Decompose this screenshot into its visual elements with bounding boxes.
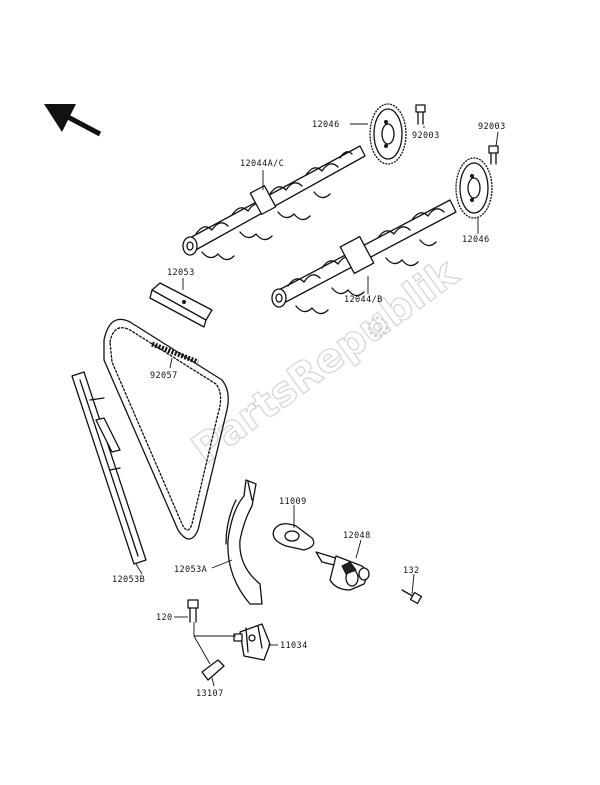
watermark-text: PartsRepublik	[184, 250, 467, 474]
chain-tensioner	[315, 551, 370, 591]
leader-lines	[135, 123, 499, 687]
callout-12053: 12053	[167, 268, 195, 278]
guide-pin	[201, 659, 225, 681]
camshaft-lower	[271, 199, 457, 315]
cam-sprocket-right	[455, 157, 493, 219]
camshaft-upper	[182, 145, 366, 261]
callout-11034: 11034	[280, 641, 308, 651]
chain-guide-top	[149, 282, 213, 328]
callout-12044ac: 12044A/C	[240, 159, 284, 169]
callout-12044b: 12044/B	[344, 295, 383, 305]
callout-12046-top: 12046	[312, 120, 340, 130]
callout-12048: 12048	[343, 531, 371, 541]
cam-chain	[103, 318, 229, 540]
arrow-up-left-icon	[44, 104, 102, 137]
callout-132: 132	[403, 566, 420, 576]
callout-11009: 11009	[279, 497, 307, 507]
callout-92057: 92057	[150, 371, 178, 381]
callout-12053b: 12053B	[112, 575, 145, 585]
gear-logo-icon	[367, 316, 389, 338]
callout-12053a: 12053A	[174, 565, 207, 575]
callout-92003-left: 92003	[412, 131, 440, 141]
guide-bolt	[187, 599, 199, 623]
callout-12046-right: 12046	[462, 235, 490, 245]
guide-holder	[233, 623, 271, 661]
callout-13107: 13107	[196, 689, 224, 699]
tensioner-gasket	[272, 523, 315, 551]
chain-guide-left	[71, 371, 147, 565]
cam-sprocket-top	[369, 103, 407, 165]
callout-labels: 12046 92003 92003 12044A/C 12046 12053 1…	[112, 120, 506, 699]
watermark: PartsRepublik	[183, 249, 468, 474]
callout-92003-right: 92003	[478, 122, 506, 132]
sprocket-bolt-right	[488, 145, 499, 165]
callout-120: 120	[156, 613, 173, 623]
chain-tensioner-guide	[225, 479, 263, 605]
sprocket-bolt-left	[415, 104, 426, 125]
tensioner-bolt	[401, 589, 423, 605]
